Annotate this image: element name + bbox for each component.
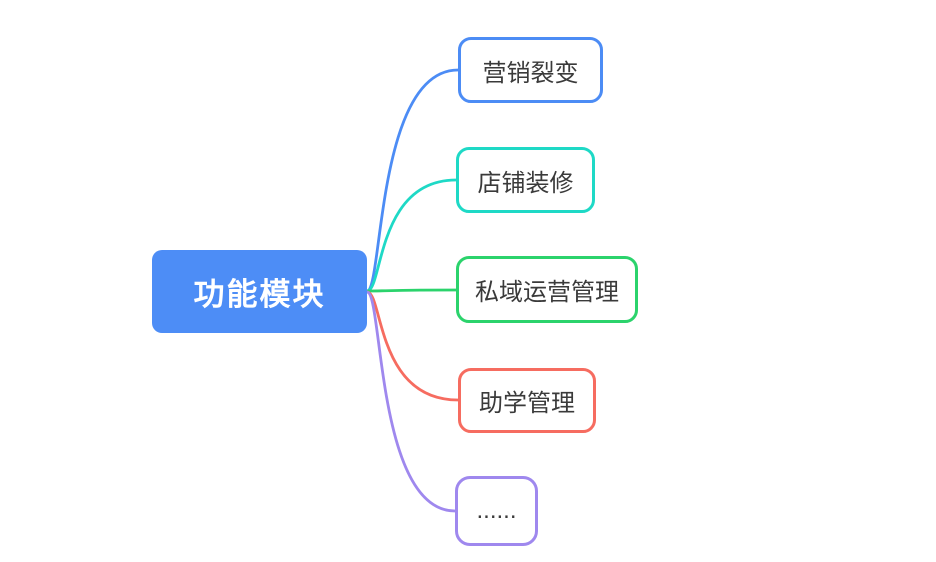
node-private-domain-ops[interactable]: 私域运营管理: [456, 256, 638, 323]
connector-study-aid: [365, 290, 460, 402]
root-node-function-modules[interactable]: 功能模块: [152, 250, 367, 333]
node-more-label: ......: [476, 497, 517, 524]
node-marketing-fission-label: 营销裂变: [482, 59, 579, 87]
root-node-label: 功能模块: [193, 277, 326, 312]
connector-more: [365, 290, 457, 513]
connector-private-domain-ops: [365, 288, 458, 293]
node-more[interactable]: ......: [455, 476, 538, 546]
node-private-domain-ops-label: 私域运营管理: [475, 279, 619, 306]
node-study-aid-management[interactable]: 助学管理: [458, 368, 596, 433]
node-marketing-fission[interactable]: 营销裂变: [458, 37, 603, 103]
connector-shop-decoration: [365, 178, 458, 293]
node-shop-decoration-label: 店铺装修: [477, 169, 574, 197]
node-shop-decoration[interactable]: 店铺装修: [456, 147, 595, 213]
node-study-aid-management-label: 助学管理: [479, 390, 575, 417]
connector-marketing-fission: [365, 68, 460, 293]
